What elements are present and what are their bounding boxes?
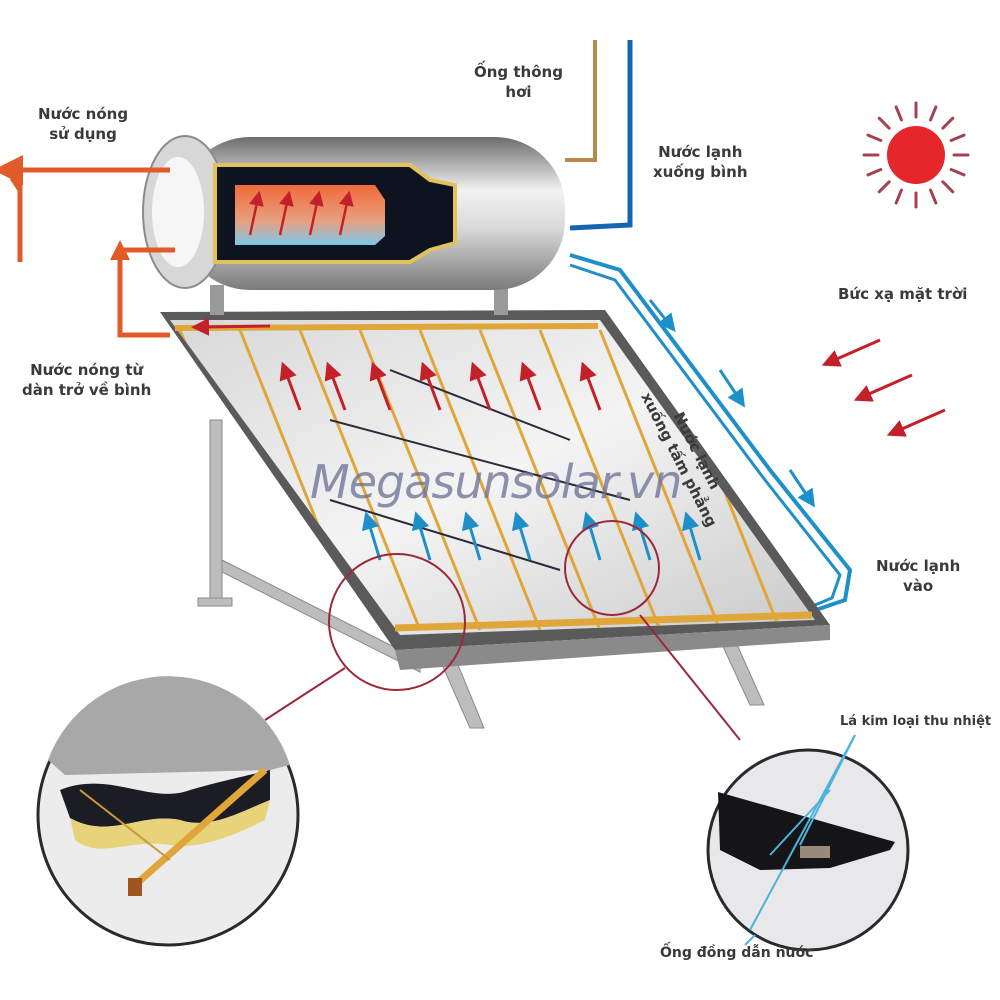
- label-hot-water-use: Nước nóng sử dụng: [38, 105, 129, 143]
- sun-icon: [862, 101, 970, 209]
- sun-ray: [929, 105, 938, 122]
- sun-ray: [866, 133, 883, 142]
- hot-return-pipe: [117, 247, 175, 338]
- label-vent-pipe: Ống thông hơi: [474, 63, 563, 101]
- sun-ray: [941, 180, 955, 194]
- label-solar-radiation: Bức xạ mặt trời: [838, 285, 968, 303]
- label-absorber-fin: Lá kim loại thu nhiệt: [840, 714, 992, 729]
- detail-circle-right: [706, 734, 910, 952]
- stand: [197, 419, 765, 729]
- label-cold-to-tank: Nước lạnh xuống bình: [653, 143, 748, 181]
- radiation-arrows: [821, 338, 946, 437]
- storage-tank: [142, 135, 565, 290]
- zoom-circle-left: [328, 553, 466, 691]
- label-hot-return: Nước nóng từ dàn trở về bình: [22, 361, 152, 399]
- sun-ray: [949, 133, 966, 142]
- cold-to-panel-pipe: [569, 253, 853, 614]
- label-cold-inlet: Nước lạnh vào: [876, 557, 961, 595]
- sun-ray: [877, 180, 891, 194]
- watermark: Megasunsolar.vn: [310, 455, 682, 509]
- vent-pipe: [565, 40, 597, 162]
- hot-flow-arrows: [279, 361, 602, 411]
- label-copper-pipe: Ống đồng dẫn nước: [660, 945, 814, 961]
- detail-circle-left: [36, 676, 300, 947]
- sun-ray: [877, 116, 891, 130]
- cold-flow-arrows: [361, 511, 702, 561]
- sun-ray: [894, 188, 903, 205]
- sun-ray: [929, 188, 938, 205]
- sun-ray: [941, 116, 955, 130]
- sun-ray: [894, 105, 903, 122]
- cold-supply-pipe: [569, 40, 633, 231]
- sun-ray: [866, 168, 883, 177]
- zoom-circle-right: [564, 520, 660, 616]
- sun-ray: [949, 168, 966, 177]
